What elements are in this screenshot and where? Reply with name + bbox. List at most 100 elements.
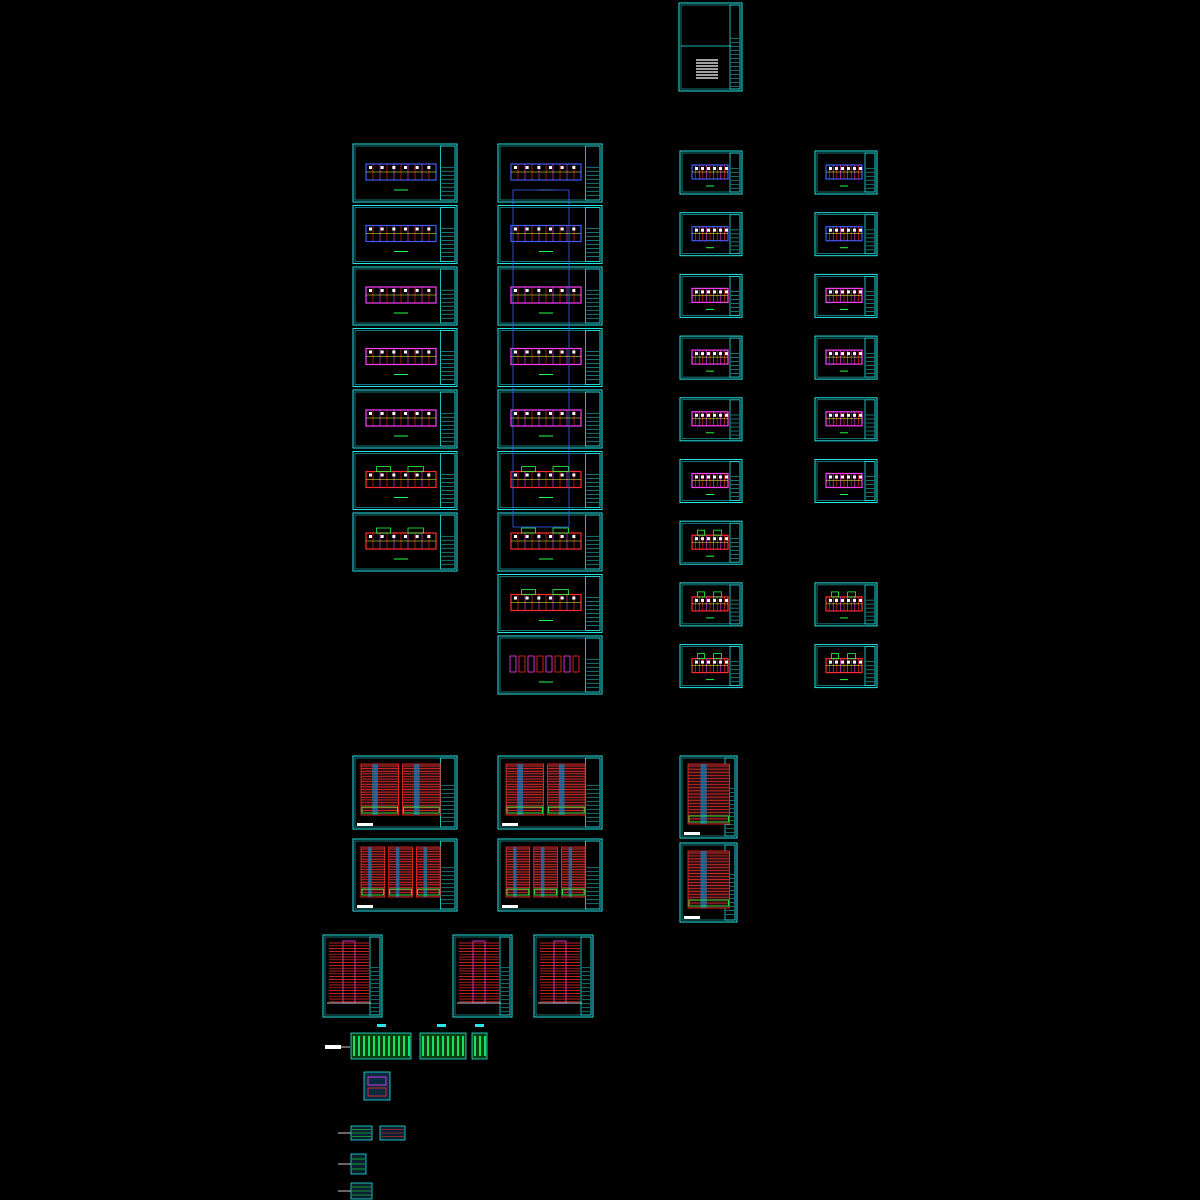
floor-plan-sheet-d-2[interactable] [814, 212, 878, 257]
floor-plan-sheet-c-8[interactable] [679, 582, 743, 627]
column-mark [514, 166, 517, 169]
floor-plan-sheet-b-4[interactable] [497, 328, 603, 387]
elevation-sheets-group[interactable] [352, 755, 738, 923]
table-column [388, 1036, 390, 1056]
elevation-sheet-1[interactable] [352, 755, 458, 830]
floor-plan-sheet-c-2[interactable] [679, 212, 743, 257]
detail-strip-2[interactable] [419, 1032, 467, 1060]
title-block [585, 514, 601, 570]
floor-plan-sheet-c-9[interactable] [679, 644, 743, 689]
elevation-sheet-6[interactable] [679, 842, 738, 923]
floor-plan-sheet-a-6[interactable] [352, 451, 458, 510]
floor-plan-sheet-d-3[interactable] [814, 273, 878, 318]
column-mark [537, 350, 541, 354]
column-mark [514, 350, 517, 354]
small-detail-3[interactable] [338, 1153, 367, 1175]
floor-plan-sheet-b-1[interactable] [497, 143, 603, 203]
balcony-outline [552, 527, 569, 534]
floor-plan-sheet-b-3[interactable] [497, 266, 603, 326]
floor-plan-sheet-a-1[interactable] [352, 143, 458, 203]
title-block [585, 145, 601, 201]
detail-strip-3[interactable] [471, 1032, 488, 1060]
section-sheets-group[interactable] [322, 934, 594, 1018]
floor-plan-sheet-d-1[interactable] [814, 150, 878, 195]
section-sheet-2[interactable] [452, 934, 513, 1018]
elevation-sheet-2[interactable] [497, 755, 603, 830]
column-mark [853, 660, 856, 664]
cover-sheet[interactable] [678, 2, 743, 92]
floor-plan-sheet-d-4[interactable] [814, 335, 878, 380]
column-mark [707, 228, 710, 232]
floor-plan-sheet-b-8[interactable] [497, 574, 603, 633]
column-mark [392, 350, 396, 354]
floor-plan-sheet-c-1[interactable] [679, 150, 743, 195]
floor-plan-sheet-c-7[interactable] [679, 520, 743, 565]
detail-sheets-group[interactable] [325, 1024, 488, 1200]
detail-strip-1[interactable] [350, 1032, 412, 1060]
sheet-border [497, 451, 603, 510]
floor-plan-sheets-group[interactable] [352, 143, 878, 695]
title-block [864, 584, 876, 625]
floor-plan-sheet-a-7[interactable] [352, 512, 458, 572]
column-mark [560, 289, 564, 292]
window-column [568, 847, 573, 897]
title-block [585, 330, 601, 385]
floor-plan-sheet-b-9[interactable] [497, 635, 603, 695]
title-block [729, 646, 741, 686]
elevation-sheet-4[interactable] [497, 838, 603, 912]
sheet-border [679, 755, 738, 839]
balcony-outline [376, 466, 391, 472]
column-mark [725, 598, 728, 602]
sheet-border [679, 397, 743, 442]
floor-plan-sheet-d-5[interactable] [814, 397, 878, 442]
column-mark [415, 473, 419, 477]
floor-plan-sheet-d-7[interactable] [814, 582, 878, 627]
floor-plan-sheet-c-4[interactable] [679, 335, 743, 380]
table-column [408, 1036, 410, 1056]
sheet-tag [377, 1024, 386, 1027]
title-block [864, 399, 876, 440]
floor-plan-sheet-c-5[interactable] [679, 397, 743, 442]
floor-plan-sheet-a-2[interactable] [352, 205, 458, 264]
column-mark [380, 412, 384, 415]
podium-outline [534, 888, 557, 896]
table-column [427, 1036, 429, 1056]
column-mark [427, 350, 431, 354]
balcony-outline [713, 591, 722, 598]
column-mark [859, 167, 862, 170]
section-sheet-1[interactable] [322, 934, 383, 1018]
title-block [729, 584, 741, 625]
column-mark [859, 413, 862, 417]
floor-plan-sheet-b-7[interactable] [497, 512, 603, 572]
detail-sheet-small[interactable] [363, 1071, 391, 1101]
cover-sheet-group[interactable] [678, 2, 743, 92]
window-column [513, 847, 517, 897]
elevation-sheet-3[interactable] [352, 838, 458, 912]
floor-plan-sheet-d-8[interactable] [814, 644, 878, 689]
small-detail-1[interactable] [338, 1125, 373, 1141]
column-mark [847, 228, 850, 232]
floor-plan-sheet-a-4[interactable] [352, 328, 458, 387]
column-mark [392, 227, 396, 231]
column-mark [369, 166, 372, 169]
column-mark [537, 596, 541, 600]
column-mark [835, 352, 838, 356]
column-mark [369, 412, 372, 415]
column-mark [707, 167, 710, 170]
floor-plan-sheet-a-3[interactable] [352, 266, 458, 326]
title-block [729, 337, 741, 378]
title-block [729, 4, 741, 90]
floor-plan-sheet-c-6[interactable] [679, 459, 743, 503]
column-mark [707, 352, 710, 356]
small-detail-4[interactable] [338, 1182, 373, 1200]
floor-plan-sheet-a-5[interactable] [352, 389, 458, 449]
floor-plan-sheet-c-3[interactable] [679, 273, 743, 318]
elevation-sheet-5[interactable] [679, 755, 738, 839]
floor-plan-sheet-d-6[interactable] [814, 459, 878, 503]
balcony-outline [713, 529, 722, 536]
section-sheet-3[interactable] [533, 934, 594, 1018]
sheet-border [497, 205, 603, 264]
title-block [440, 207, 456, 262]
small-detail-2[interactable] [379, 1125, 406, 1141]
